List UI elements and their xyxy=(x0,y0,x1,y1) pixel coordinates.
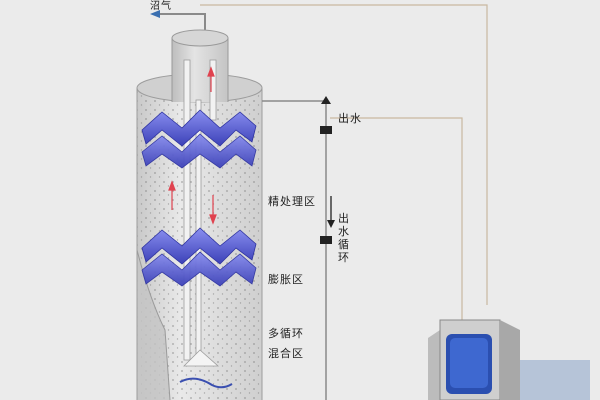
flow-arrows xyxy=(168,66,217,225)
expansion-zone-label: 膨胀区 xyxy=(268,273,304,286)
water-recirculation-label: 出水循环 xyxy=(338,212,350,264)
mixing-zone-label-line1: 多循环 xyxy=(268,327,304,340)
biogas-arrow-icon xyxy=(150,10,160,18)
biogas-pipe xyxy=(160,13,206,32)
gas-collector-dome xyxy=(172,38,228,102)
upper-separator xyxy=(141,109,257,169)
mixing-zone-label-line2: 混合区 xyxy=(268,347,304,360)
biogas-label: 沼气 xyxy=(150,1,172,12)
water-out-arrow-icon xyxy=(321,96,331,104)
recirculation-arrow-icon xyxy=(327,220,335,228)
water-out-label: 出水 xyxy=(338,112,362,125)
inlet-distributor xyxy=(183,349,220,367)
monitor-icon xyxy=(428,319,590,400)
signal-line-top xyxy=(200,4,488,305)
lower-separator xyxy=(141,227,257,287)
signal-line-mid xyxy=(330,117,463,320)
refining-zone-label: 精处理区 xyxy=(268,195,316,208)
